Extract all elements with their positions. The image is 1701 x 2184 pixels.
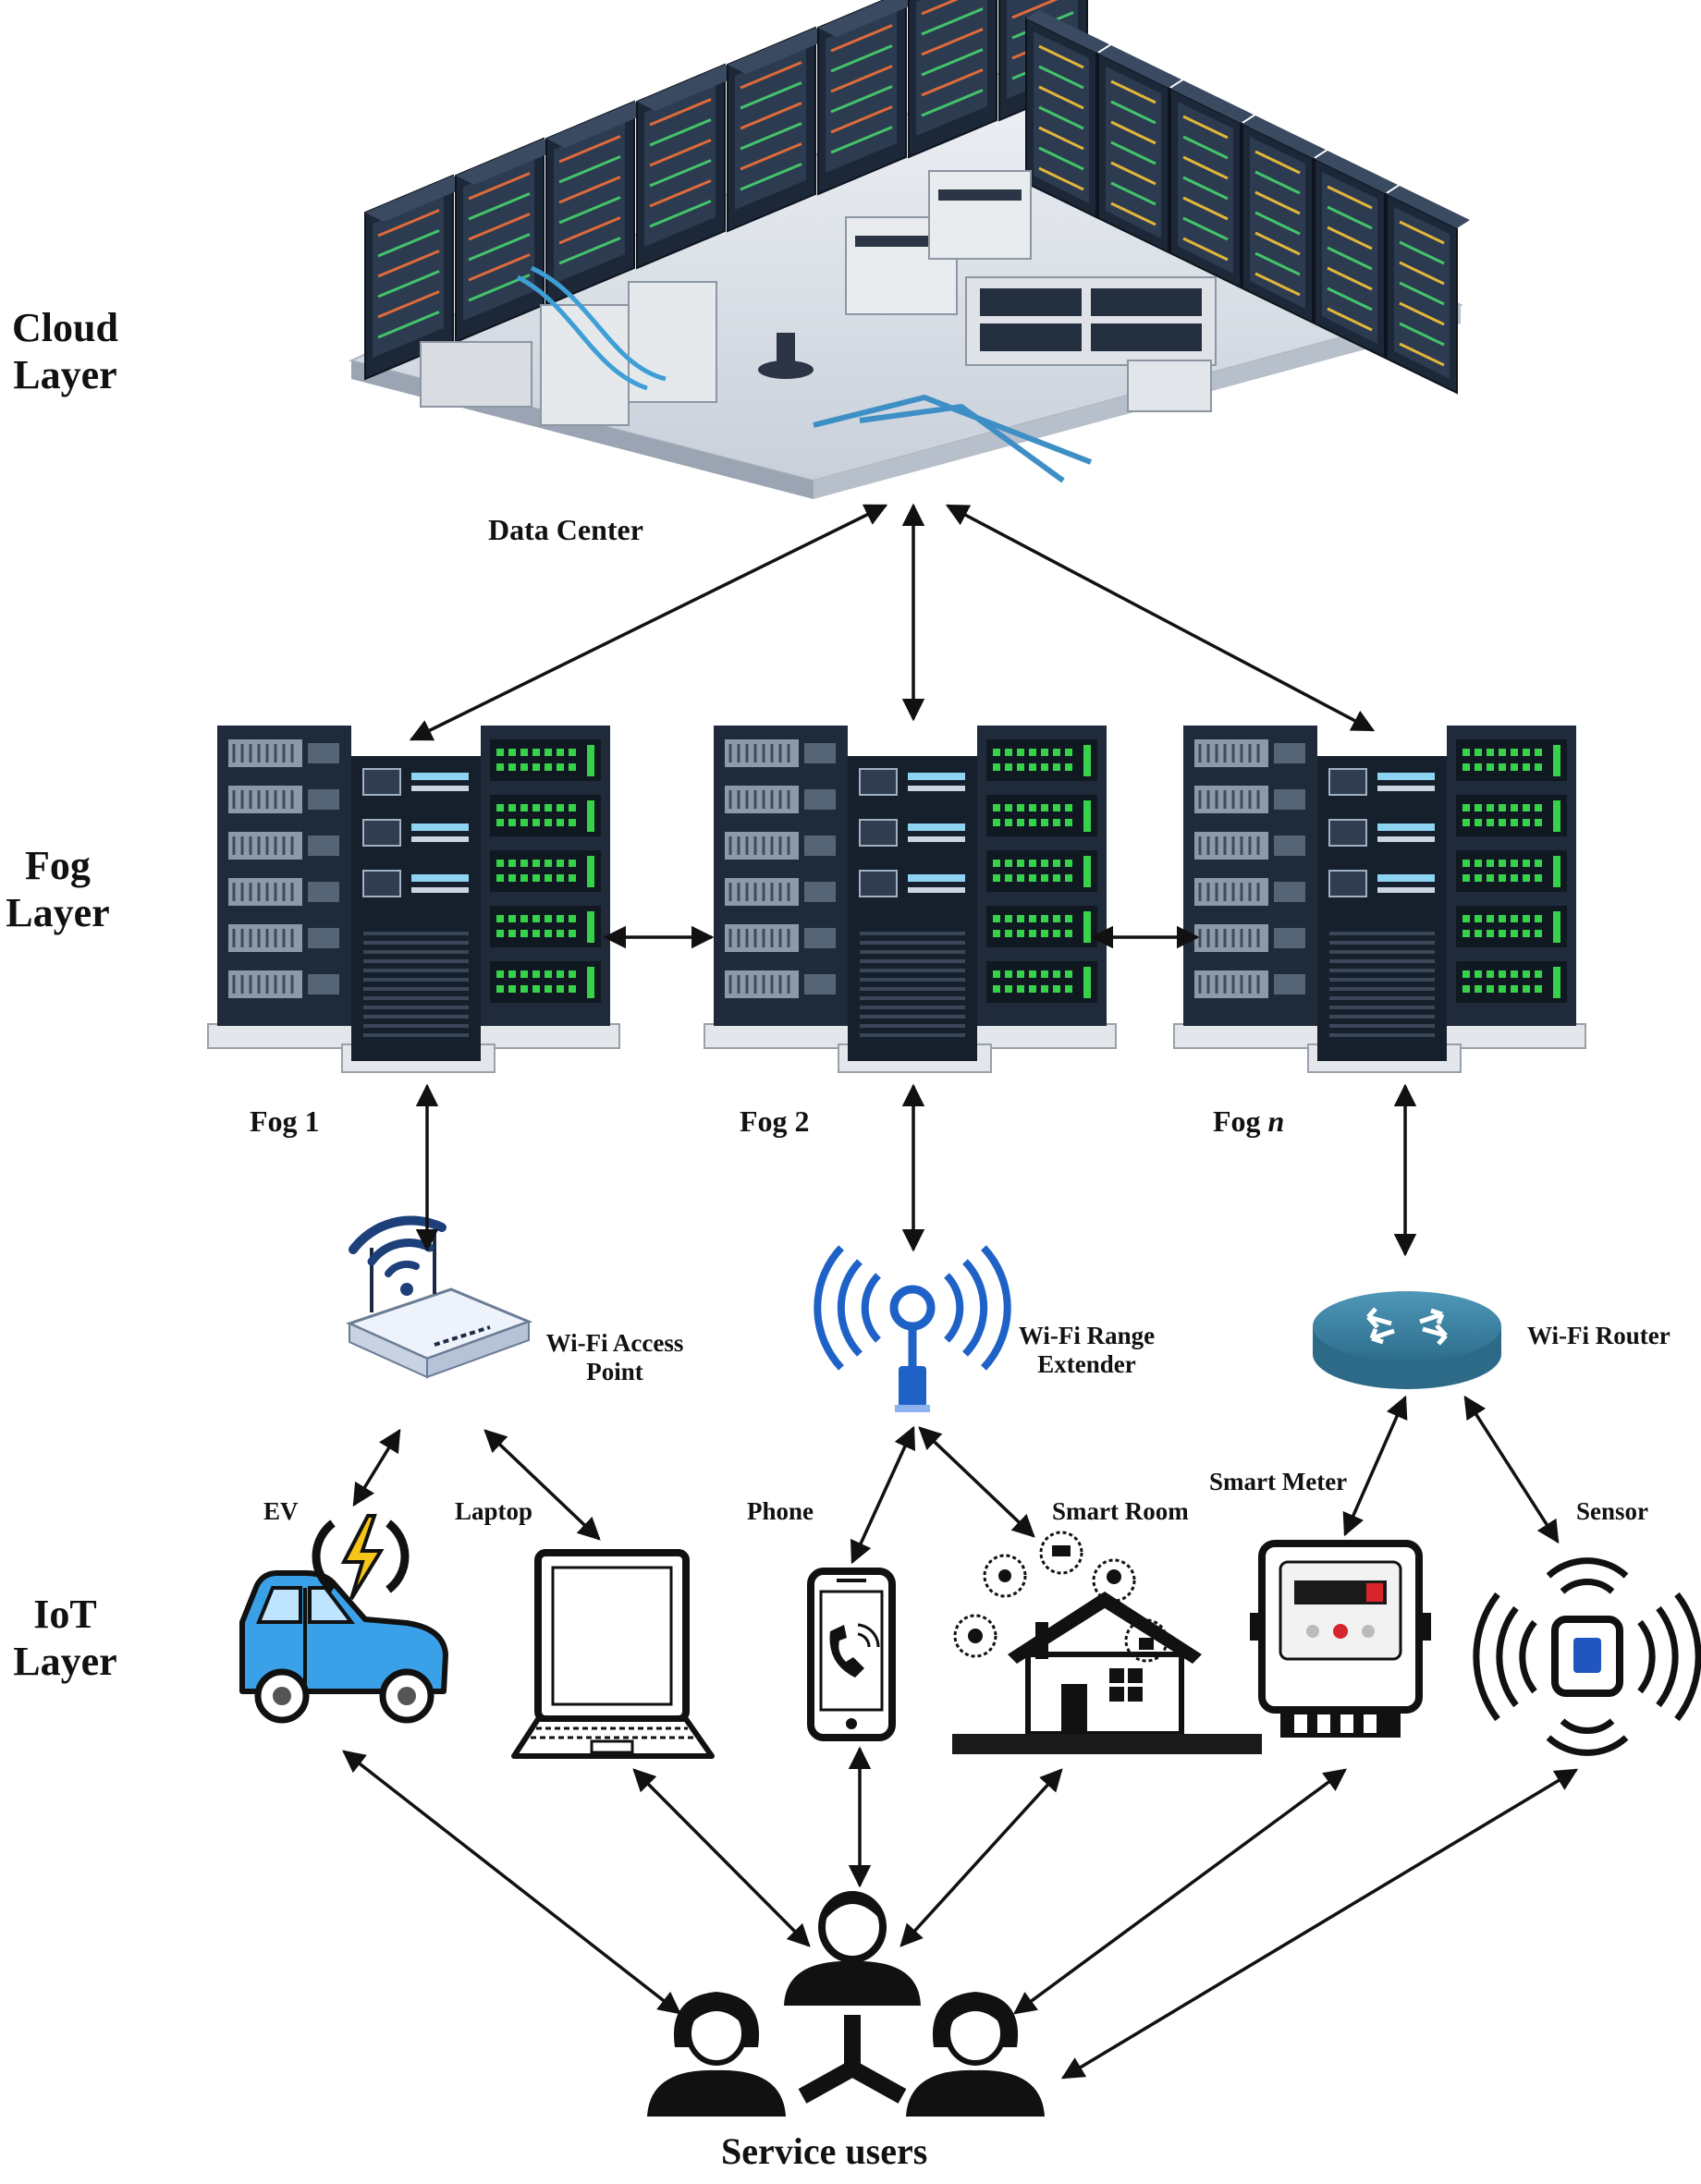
- fog-2-label-text: Fog 2: [740, 1104, 810, 1138]
- arrow-laptop-to-user-center: [632, 1768, 811, 1947]
- data-center-illustration: [348, 0, 1470, 499]
- user-avatar-center: [784, 1891, 921, 2006]
- dc-rack-right-3: [1169, 80, 1254, 289]
- access-point-icon: [345, 1215, 533, 1379]
- range-extender-label-line2: Extender: [1037, 1350, 1136, 1379]
- user-avatar-left: [647, 1992, 786, 2117]
- arrow-smart-meter-to-user-right: [1013, 1768, 1347, 2015]
- dc-rack-right-2: [1097, 45, 1181, 254]
- ev-label: EV: [263, 1497, 299, 1525]
- arrow-access-point-to-ev: [352, 1428, 401, 1507]
- iot-layer-label-line2: Layer: [13, 1638, 117, 1684]
- range-extender-label-line1: Wi-Fi Range: [1018, 1322, 1156, 1349]
- smart-meter-icon: [1250, 1540, 1431, 1738]
- fog-server-rack-2: [704, 726, 1117, 1073]
- access-point-label-line1: Wi-Fi Access: [545, 1329, 684, 1357]
- cloud-layer-label-line1: Cloud: [12, 305, 118, 350]
- dc-rack-right-4: [1242, 116, 1326, 324]
- dc-rack-left-7: [908, 0, 997, 159]
- dc-rack-left-3: [545, 100, 653, 307]
- range-extender-icon: [814, 1245, 1011, 1412]
- access-point-label-line2: Point: [586, 1358, 643, 1386]
- fog-layer-label-line1: Fog: [25, 843, 91, 888]
- fog-layer-label-line2: Layer: [6, 889, 110, 935]
- dc-rack-right-1: [1025, 10, 1109, 219]
- smart-meter-label: Smart Meter: [1209, 1468, 1348, 1495]
- iot-layer-label: IoT Layer: [7, 1592, 123, 1685]
- range-extender-label: Wi-Fi Range Extender: [1006, 1322, 1168, 1379]
- service-users-icon: [647, 1891, 1045, 2117]
- smart-room-icon: [952, 1531, 1262, 1754]
- fog-server-rack-3: [1173, 726, 1586, 1073]
- service-users-label: Service users: [721, 2130, 928, 2172]
- dc-rack-left-5: [727, 26, 834, 233]
- fog-servers: [207, 726, 1586, 1073]
- arrow-extender-to-phone: [850, 1425, 916, 1565]
- dc-rack-left-1: [364, 174, 471, 381]
- arrow-router-to-smart-meter: [1342, 1395, 1408, 1537]
- cloud-layer-label: Cloud Layer: [7, 305, 123, 398]
- cloud-layer-label-line2: Layer: [13, 351, 117, 397]
- arrow-ev-to-user-left: [342, 1750, 681, 2015]
- dc-rack-right-5: [1314, 151, 1398, 360]
- arrow-access-point-to-laptop: [483, 1429, 601, 1541]
- sensor-label: Sensor: [1576, 1497, 1649, 1525]
- router-icon: [1313, 1291, 1501, 1389]
- fog-2-label: Fog 2: [740, 1104, 810, 1139]
- laptop-icon: [511, 1549, 715, 1759]
- router-label: Wi-Fi Router: [1527, 1322, 1670, 1349]
- iot-layer-label-line1: IoT: [33, 1592, 97, 1637]
- arrow-cloud-to-fog-1: [409, 504, 888, 741]
- arrow-cloud-to-fog-n: [945, 504, 1376, 732]
- dc-rack-left-4: [636, 63, 743, 270]
- arrow-sensor-to-user-right: [1060, 1768, 1579, 2080]
- arrow-router-to-sensor: [1463, 1395, 1560, 1544]
- smart-room-label: Smart Room: [1052, 1497, 1189, 1525]
- fog-1-label: Fog 1: [250, 1104, 320, 1139]
- phone-label: Phone: [747, 1497, 814, 1525]
- fog-layer-label: Fog Layer: [0, 843, 116, 936]
- data-center-label: Data Center: [488, 513, 643, 546]
- arrow-extender-to-smart-room: [918, 1426, 1035, 1538]
- fog-server-rack-1: [207, 726, 620, 1073]
- arrow-smart-room-to-user-center: [899, 1768, 1063, 1947]
- ev-icon: [239, 1514, 448, 1724]
- sensor-icon: [1473, 1557, 1701, 1756]
- connection-arrows: [342, 503, 1579, 2080]
- phone-icon: [807, 1568, 896, 1741]
- laptop-label: Laptop: [455, 1497, 533, 1525]
- dc-rack-right-6: [1386, 186, 1470, 395]
- access-point-label: Wi-Fi Access Point: [532, 1329, 698, 1386]
- dc-rack-left-6: [817, 0, 924, 196]
- fog-1-label-text: Fog 1: [250, 1104, 320, 1138]
- fog-n-label-index: n: [1267, 1104, 1285, 1138]
- fog-n-label: Fog n: [1213, 1104, 1284, 1139]
- dc-rack-left-2: [455, 137, 562, 344]
- user-avatar-right: [906, 1992, 1045, 2117]
- fog-n-label-text: Fog: [1213, 1104, 1268, 1138]
